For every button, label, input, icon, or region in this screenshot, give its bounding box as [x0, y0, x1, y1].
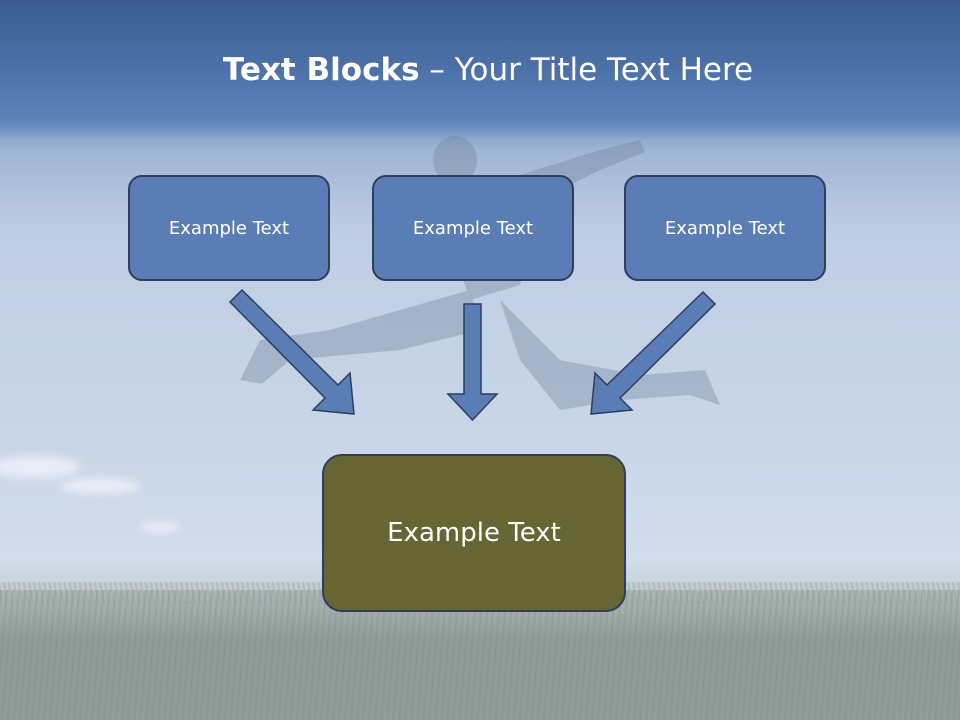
text-block-left[interactable]: Example Text — [128, 175, 330, 281]
title-regular-part: Your Title Text Here — [454, 52, 754, 88]
cloud — [60, 478, 140, 494]
text-block-right[interactable]: Example Text — [624, 175, 826, 281]
text-block-center-label: Example Text — [412, 217, 534, 239]
text-block-left-label: Example Text — [168, 217, 290, 239]
text-block-right-label: Example Text — [664, 217, 786, 239]
page-title: Text Blocks – Your Title Text Here — [0, 52, 960, 88]
text-block-center[interactable]: Example Text — [372, 175, 574, 281]
cloud — [0, 456, 80, 478]
arrow-right-diagonal — [590, 290, 717, 415]
arrow-center-down — [446, 303, 499, 422]
title-band — [0, 0, 960, 140]
cloud — [140, 522, 180, 532]
title-bold-part: Text Blocks — [222, 52, 420, 88]
target-text-block-label: Example Text — [387, 518, 561, 548]
title-separator: – — [419, 52, 455, 88]
target-text-block[interactable]: Example Text — [322, 454, 626, 612]
arrow-left-diagonal — [228, 288, 355, 415]
